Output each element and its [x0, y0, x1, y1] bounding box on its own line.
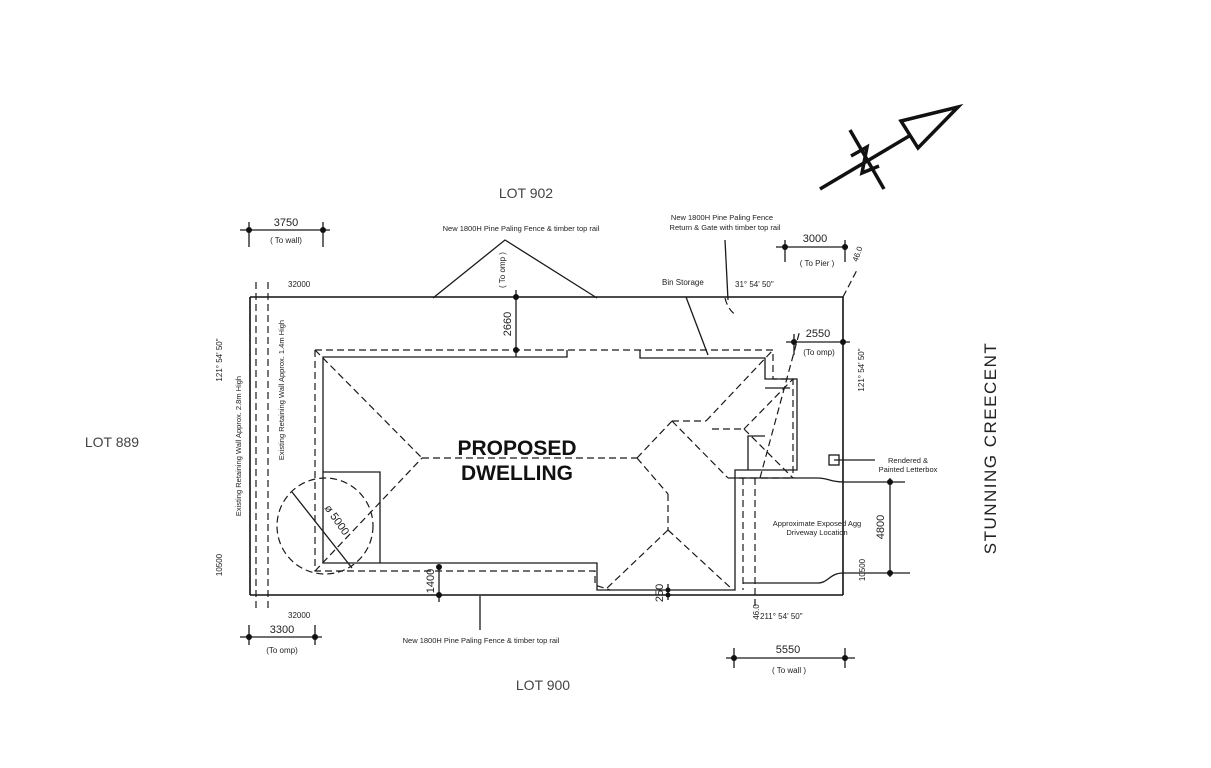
fence-top-label: New 1800H Pine Paling Fence & timber top…: [443, 224, 600, 233]
corner-splay: [842, 267, 859, 298]
boundary-right-length: 10500: [858, 558, 867, 581]
dimension-top-right-note: ( To Pier ): [800, 259, 835, 268]
retaining-wall-outer-label: Existing Retaining Wall Approx. 2.8m Hig…: [234, 376, 243, 516]
fence-return-label-line2: Return & Gate with timber top rail: [670, 223, 781, 232]
circle-diameter-label: ø 5000: [322, 503, 351, 538]
fence-top-leader: [432, 239, 598, 299]
north-arrow-icon: [819, 103, 964, 191]
dimension-top-left: [240, 222, 330, 247]
dimension-top-left-note: ( To wall): [270, 236, 302, 245]
fence-bottom-label: New 1800H Pine Paling Fence & timber top…: [403, 636, 560, 645]
dimension-bottom-right: [726, 648, 855, 668]
dimension-driveway-width: [887, 478, 893, 577]
dimension-small-value: 250: [654, 584, 666, 602]
letterbox-label-line2: Painted Letterbox: [879, 465, 938, 474]
dimension-right-setback-note: (To omp): [803, 348, 835, 357]
retaining-walls: [255, 282, 269, 612]
lot-label-left: LOT 889: [85, 434, 139, 450]
dwelling-title-line2: DWELLING: [461, 462, 573, 485]
driveway-label-line1: Approximate Exposed Agg: [773, 519, 861, 528]
dimension-top-setback: [513, 290, 519, 357]
dimension-right-setback-value: 2550: [806, 328, 830, 340]
driveway: [735, 329, 910, 608]
letterbox-label-line1: Rendered &: [888, 456, 928, 465]
dimension-bottom-setback: [436, 564, 442, 602]
bearing-bottom: 211° 54' 50": [760, 612, 803, 621]
dwelling-title-line1: PROPOSED: [457, 437, 576, 460]
property-boundary: [249, 296, 844, 596]
bin-storage-label: Bin Storage: [662, 278, 704, 287]
retaining-wall-inner-label: Existing Retaining Wall Approx. 1.4m Hig…: [277, 320, 286, 460]
dimension-bottom-right-note: ( To wall ): [772, 666, 806, 675]
boundary-bottom-length: 32000: [288, 611, 311, 620]
bearing-top: 31° 54' 50": [735, 280, 774, 289]
bearing-left: 121° 54' 50": [215, 338, 224, 381]
dwelling-walls: [322, 350, 798, 591]
dimension-top-left-value: 3750: [274, 217, 298, 229]
dimension-bottom-right-value: 5550: [776, 644, 800, 656]
street-name: STUNNING CREECENT: [981, 342, 1000, 555]
dimension-top-setback-value: 2660: [502, 312, 514, 336]
roof-outline: [314, 349, 794, 591]
dimension-right-setback: [786, 334, 850, 355]
dimension-bottom-left-value: 3300: [270, 624, 294, 636]
boundary-left-length: 10500: [215, 553, 224, 576]
dimension-top-right: [776, 240, 848, 262]
boundary-top-length: 32000: [288, 280, 311, 289]
dimension-bottom-setback-value: 1400: [425, 569, 437, 593]
dimension-driveway-width-value: 4800: [875, 515, 887, 539]
corner-top-label: 46.0: [851, 245, 865, 263]
gate-swing: [724, 297, 737, 316]
dimension-bottom-left-note: (To omp): [266, 646, 298, 655]
lot-label-bottom: LOT 900: [516, 677, 570, 693]
lot-label-top: LOT 902: [499, 185, 553, 201]
dimension-top-setback-note: ( To omp ): [498, 252, 507, 288]
dimension-small: [665, 584, 671, 600]
turning-circle: [276, 477, 374, 575]
dimension-top-right-value: 3000: [803, 233, 827, 245]
driveway-label-line2: Driveway Location: [786, 528, 847, 537]
corner-bottom-label: 46.0: [752, 604, 761, 620]
fence-return-label-line1: New 1800H Pine Paling Fence: [671, 213, 773, 222]
bearing-right: 121° 54' 50": [857, 348, 866, 391]
dimension-bottom-left: [240, 625, 322, 645]
